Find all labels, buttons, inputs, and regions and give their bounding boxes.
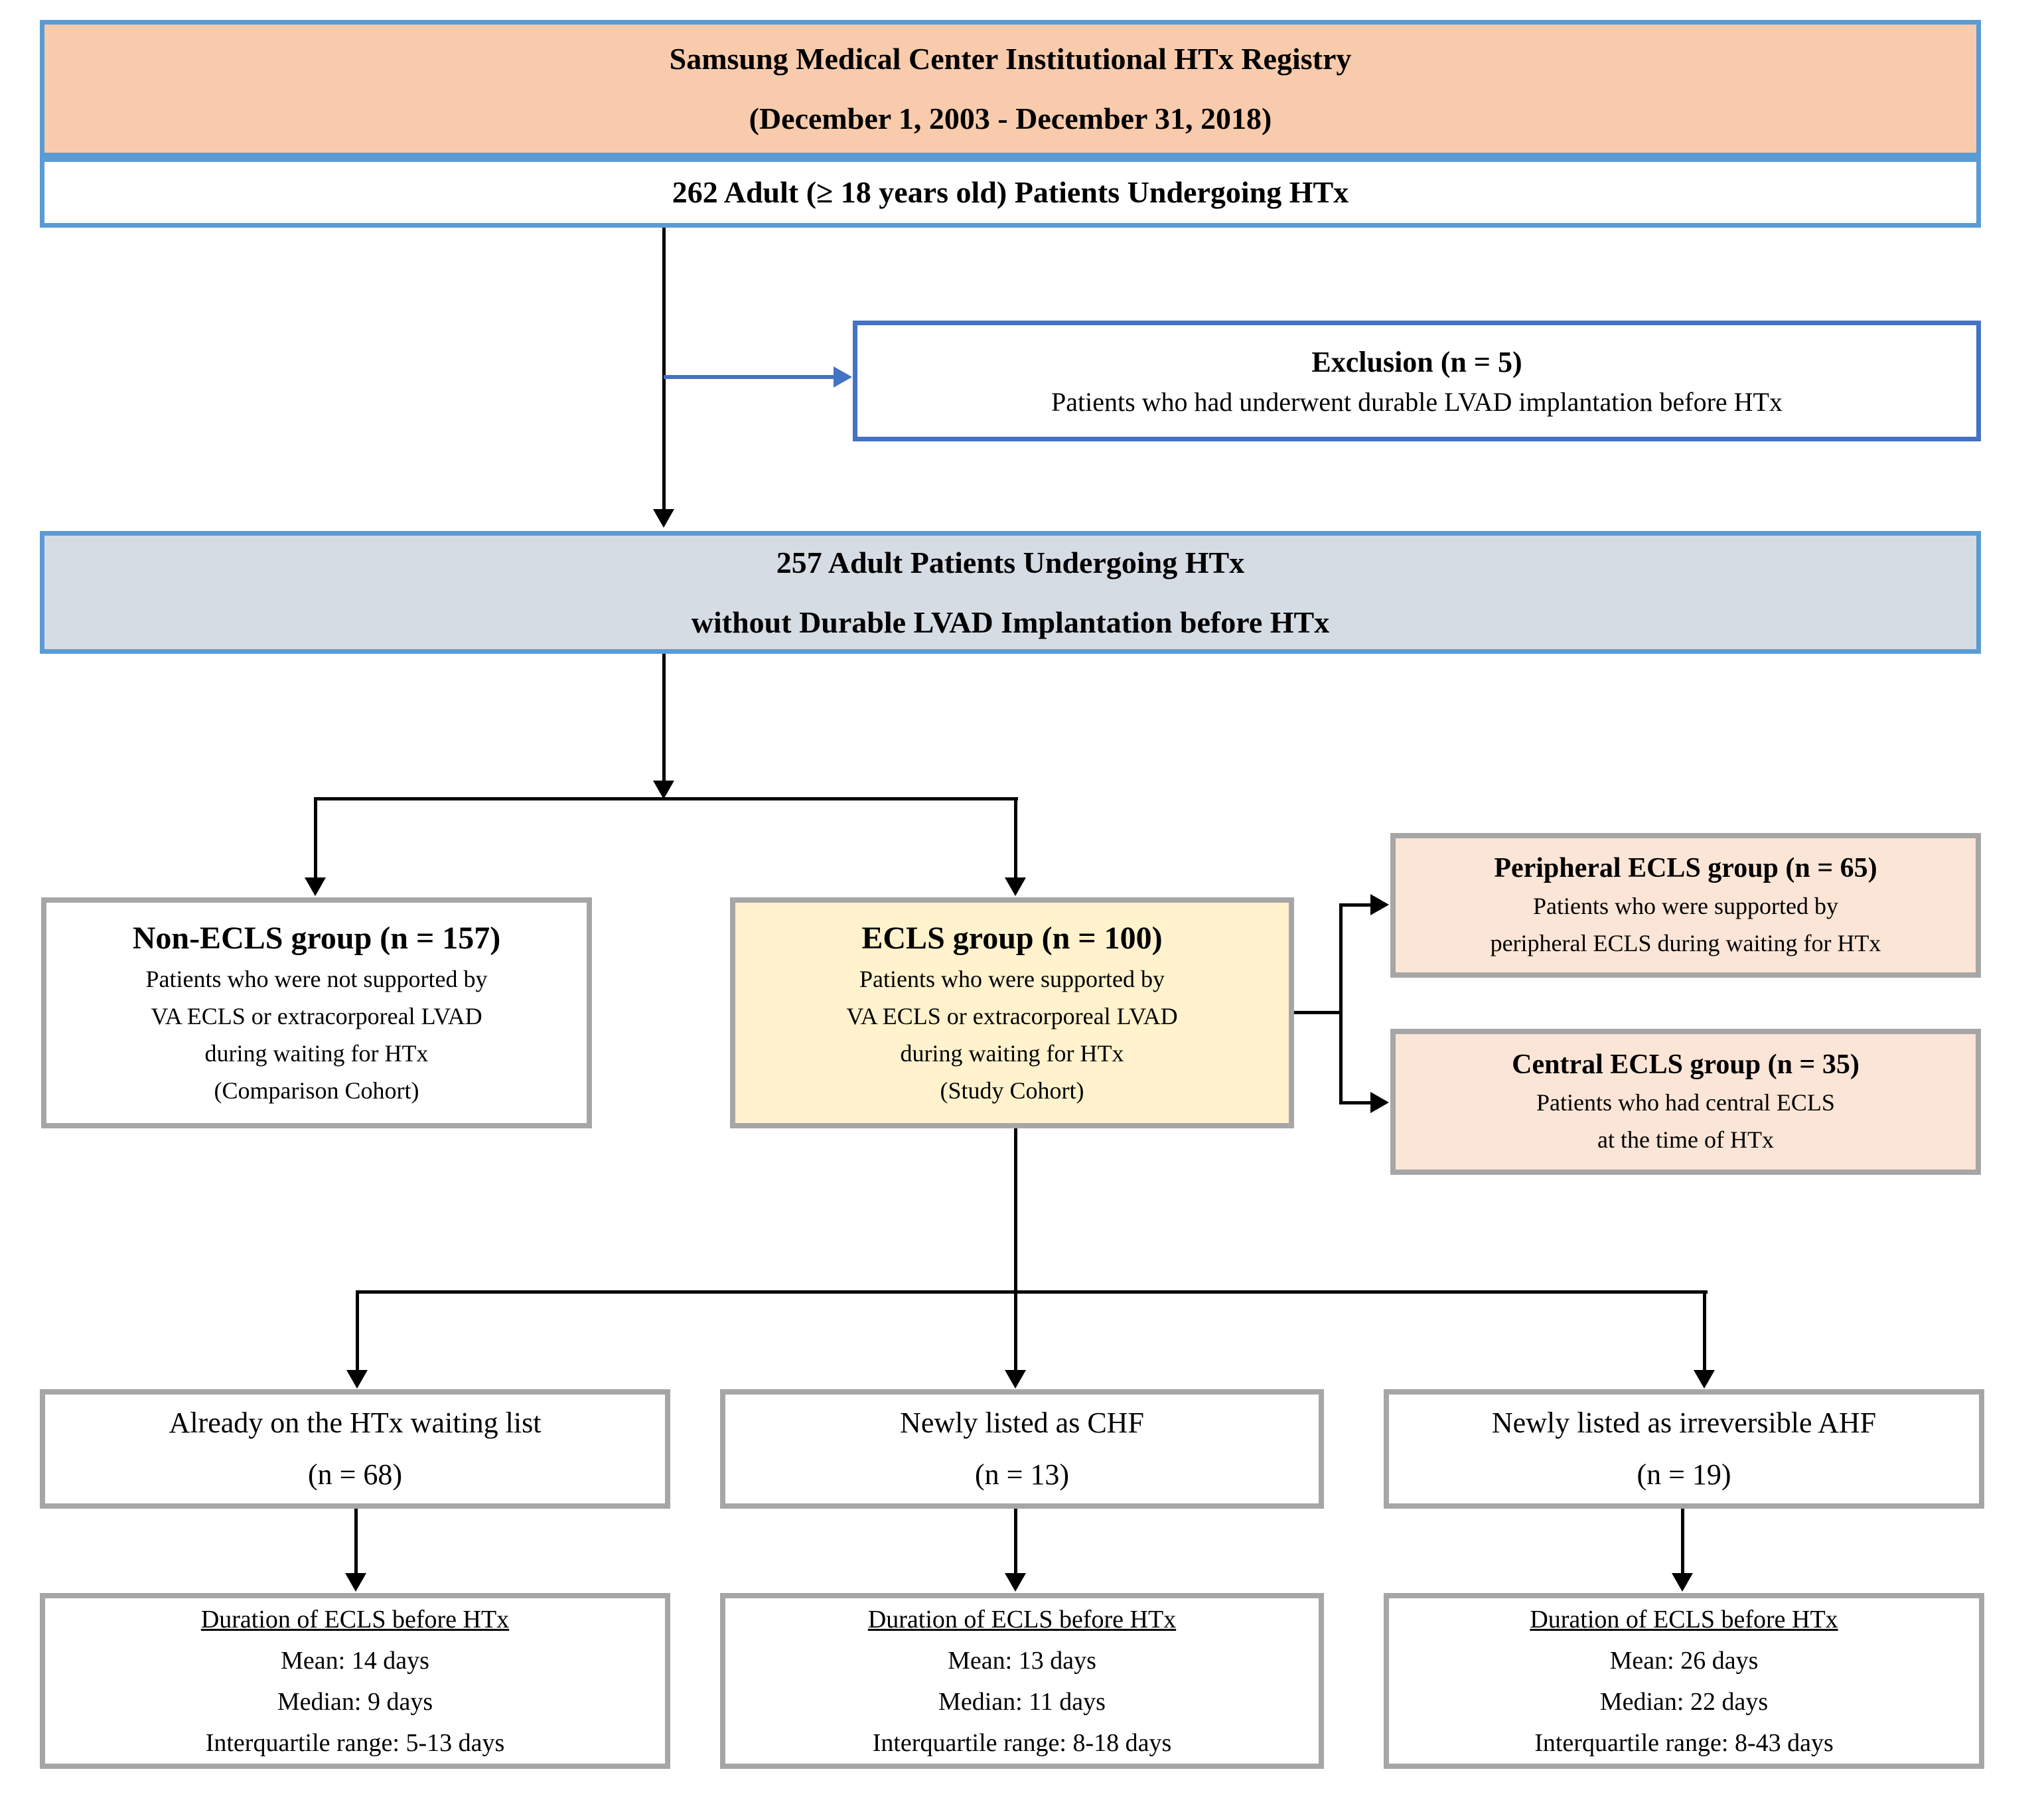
- exclusion-body: Patients who had underwent durable LVAD …: [1051, 387, 1783, 417]
- duration-3-title: Duration of ECLS before HTx: [1530, 1605, 1838, 1633]
- branch-line-to-chf: [1014, 1290, 1017, 1371]
- registry-title-line1: Samsung Medical Center Institutional HTx…: [669, 41, 1352, 76]
- central-body-line2: at the time of HTx: [1597, 1126, 1774, 1153]
- exclusion-title: Exclusion (n = 5): [1311, 346, 1522, 378]
- non-ecls-title: Non-ECLS group (n = 157): [132, 921, 501, 956]
- registry-box: Samsung Medical Center Institutional HTx…: [40, 20, 1981, 157]
- duration-3-mean: Mean: 26 days: [1609, 1646, 1759, 1675]
- non-ecls-box: Non-ECLS group (n = 157) Patients who we…: [41, 897, 592, 1128]
- no-lvad-257-box: 257 Adult Patients Undergoing HTx withou…: [40, 531, 1981, 654]
- chf-to-duration-line: [1014, 1509, 1017, 1574]
- listing-split-horizontal-line: [356, 1290, 1708, 1294]
- arrowhead-into-ecls: [1005, 877, 1026, 896]
- arrowhead-into-central: [1370, 1092, 1389, 1113]
- duration-3-median: Median: 22 days: [1599, 1687, 1769, 1716]
- central-ecls-box: Central ECLS group (n = 35) Patients who…: [1390, 1029, 1981, 1175]
- peripheral-body-line1: Patients who were supported by: [1533, 893, 1838, 919]
- branch-line-to-ecls: [1014, 797, 1017, 878]
- arrowhead-into-duration-1: [345, 1573, 366, 1592]
- central-title: Central ECLS group (n = 35): [1512, 1049, 1860, 1080]
- ecls-body-line4: (Study Cohort): [940, 1077, 1084, 1104]
- arrowhead-into-non-ecls: [305, 877, 326, 896]
- central-body-line1: Patients who had central ECLS: [1536, 1089, 1835, 1116]
- duration-1-iqr: Interquartile range: 5-13 days: [205, 1728, 505, 1757]
- arrowhead-into-waiting-list: [346, 1370, 368, 1389]
- ahf-line2: (n = 19): [1637, 1458, 1731, 1491]
- ecls-title: ECLS group (n = 100): [861, 921, 1163, 956]
- ecls-to-bracket-line: [1294, 1011, 1342, 1014]
- ecls-box: ECLS group (n = 100) Patients who were s…: [730, 897, 1294, 1128]
- non-ecls-body-line1: Patients who were not supported by: [145, 966, 488, 992]
- arrowhead-into-257-box: [653, 509, 674, 528]
- arrowhead-into-duration-3: [1672, 1573, 1693, 1592]
- peripheral-ecls-box: Peripheral ECLS group (n = 65) Patients …: [1390, 833, 1981, 978]
- ahf-line1: Newly listed as irreversible AHF: [1491, 1406, 1877, 1439]
- arrowhead-into-ahf: [1694, 1370, 1715, 1389]
- no-lvad-line2: without Durable LVAD Implantation before…: [691, 605, 1330, 639]
- branch-line-to-ahf: [1703, 1290, 1706, 1371]
- duration-box-ahf: Duration of ECLS before HTx Mean: 26 day…: [1384, 1593, 1984, 1769]
- ecls-body-line2: VA ECLS or extracorporeal LVAD: [846, 1003, 1178, 1029]
- no-lvad-line1: 257 Adult Patients Undergoing HTx: [776, 545, 1245, 579]
- chf-box: Newly listed as CHF (n = 13): [720, 1389, 1324, 1509]
- bracket-bottom-line: [1339, 1101, 1371, 1104]
- arrowhead-at-split: [653, 781, 674, 799]
- waiting-list-box: Already on the HTx waiting list (n = 68): [40, 1389, 670, 1509]
- arrowhead-into-chf: [1005, 1370, 1026, 1389]
- duration-2-median: Median: 11 days: [938, 1687, 1106, 1716]
- flow-line-257-to-split: [662, 654, 666, 781]
- non-ecls-body-line2: VA ECLS or extracorporeal LVAD: [151, 1003, 482, 1029]
- arrowhead-into-peripheral: [1370, 894, 1389, 915]
- bracket-vertical-line: [1339, 904, 1343, 1103]
- arrowhead-into-duration-2: [1005, 1573, 1026, 1592]
- arrowhead-into-exclusion-box: [834, 366, 852, 388]
- registry-title-line2: (December 1, 2003 - December 31, 2018): [749, 101, 1272, 135]
- waiting-list-line1: Already on the HTx waiting list: [169, 1406, 542, 1439]
- adults-262-text: 262 Adult (≥ 18 years old) Patients Unde…: [672, 175, 1349, 209]
- duration-box-waiting-list: Duration of ECLS before HTx Mean: 14 day…: [40, 1593, 670, 1769]
- exclusion-branch-line: [664, 375, 835, 379]
- ecls-down-line: [1014, 1128, 1017, 1292]
- peripheral-body-line2: peripheral ECLS during waiting for HTx: [1490, 930, 1881, 956]
- branch-line-to-waiting-list: [356, 1290, 359, 1371]
- duration-3-iqr: Interquartile range: 8-43 days: [1534, 1728, 1834, 1757]
- duration-1-median: Median: 9 days: [277, 1687, 433, 1716]
- duration-2-iqr: Interquartile range: 8-18 days: [872, 1728, 1172, 1757]
- split-horizontal-line: [314, 797, 1018, 800]
- waiting-list-to-duration-line: [354, 1509, 358, 1574]
- duration-2-title: Duration of ECLS before HTx: [867, 1605, 1177, 1633]
- ahf-to-duration-line: [1681, 1509, 1684, 1574]
- ecls-body-line3: during waiting for HTx: [900, 1040, 1124, 1067]
- duration-box-chf: Duration of ECLS before HTx Mean: 13 day…: [720, 1593, 1324, 1769]
- chf-line2: (n = 13): [974, 1458, 1070, 1491]
- flow-line-registry-to-257: [662, 228, 666, 510]
- non-ecls-body-line3: during waiting for HTx: [204, 1040, 429, 1067]
- non-ecls-body-line4: (Comparison Cohort): [214, 1077, 419, 1104]
- adults-262-box: 262 Adult (≥ 18 years old) Patients Unde…: [40, 157, 1981, 228]
- ecls-body-line1: Patients who were supported by: [859, 966, 1165, 992]
- waiting-list-line2: (n = 68): [307, 1458, 403, 1491]
- branch-line-to-non-ecls: [314, 797, 317, 878]
- duration-2-mean: Mean: 13 days: [948, 1646, 1096, 1675]
- chf-line1: Newly listed as CHF: [900, 1406, 1144, 1439]
- peripheral-title: Peripheral ECLS group (n = 65): [1494, 853, 1877, 883]
- bracket-top-line: [1339, 903, 1371, 907]
- duration-1-title: Duration of ECLS before HTx: [200, 1605, 510, 1633]
- exclusion-box: Exclusion (n = 5) Patients who had under…: [853, 321, 1981, 441]
- ahf-box: Newly listed as irreversible AHF (n = 19…: [1384, 1389, 1984, 1509]
- duration-1-mean: Mean: 14 days: [281, 1646, 429, 1675]
